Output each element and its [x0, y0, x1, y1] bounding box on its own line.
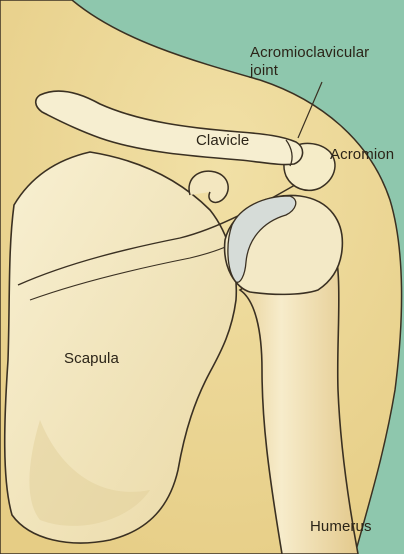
scapula-label: Scapula	[64, 350, 119, 368]
humerus-label: Humerus	[310, 518, 372, 536]
clavicle-label: Clavicle	[196, 132, 249, 150]
acromion-label: Acromion	[330, 146, 394, 164]
ac-joint-label: Acromioclavicular joint	[250, 44, 369, 80]
